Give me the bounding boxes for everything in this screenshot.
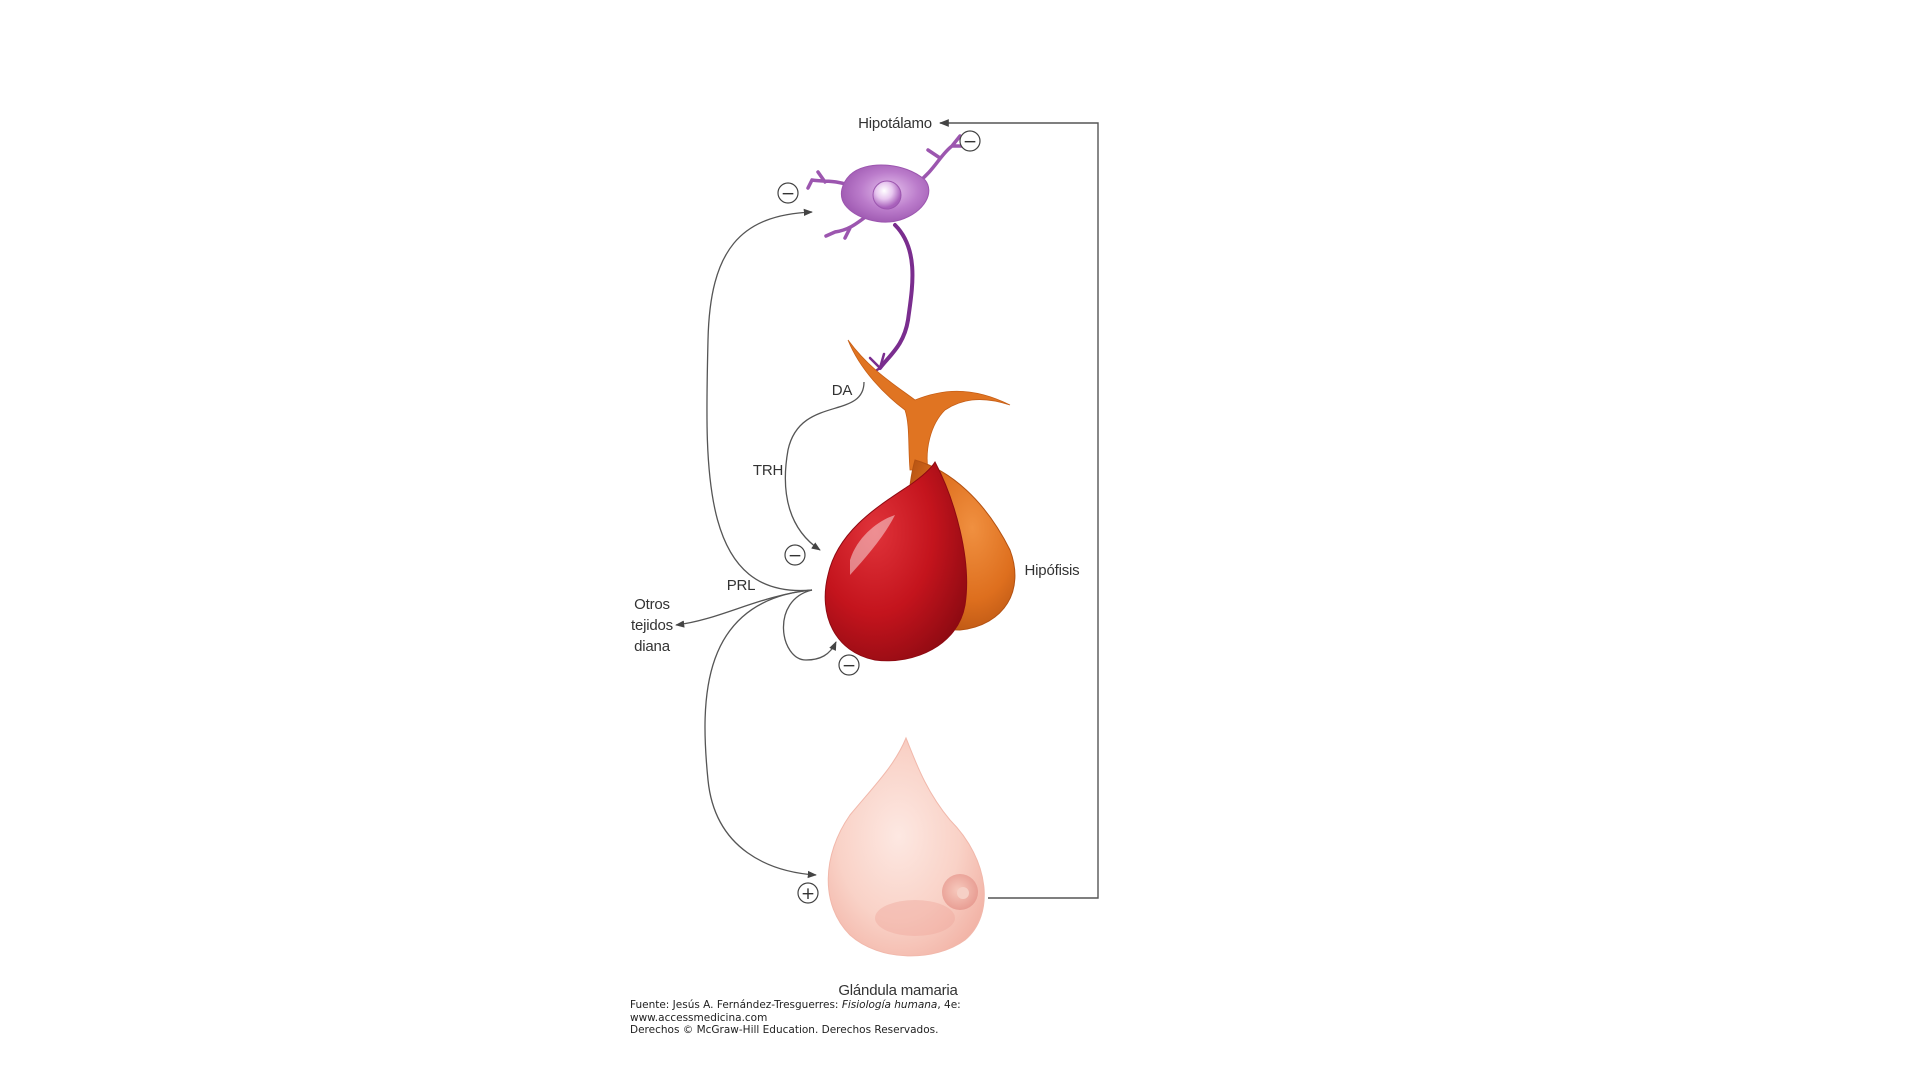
pituitary-gland	[824, 339, 1016, 662]
sign-pituitary-da: −	[784, 544, 806, 566]
prl-to-mammary-arrow	[704, 589, 817, 879]
sign-hypothalamus-loop: −	[959, 130, 981, 152]
hypothalamic-neuron	[806, 134, 970, 374]
label-prl: PRL	[727, 577, 756, 594]
label-trh: TRH	[753, 462, 783, 479]
svg-text:+: +	[801, 884, 815, 904]
sign-prl-autofeedback: −	[838, 654, 860, 676]
source-caption: Fuente: Jesús A. Fernández-Tresguerres: …	[630, 999, 961, 1037]
label-other-targets-3: diana	[634, 638, 671, 655]
caption-line-source: Fuente: Jesús A. Fernández-Tresguerres: …	[630, 999, 961, 1011]
pituitary-stalk	[847, 339, 1011, 471]
sign-mammary-positive: +	[797, 882, 819, 904]
caption-line-rights: Derechos © McGraw-Hill Education. Derech…	[630, 1024, 939, 1036]
label-mammary-gland: Glándula mamaria	[838, 982, 958, 999]
caption-line-url: www.accessmedicina.com	[630, 1011, 768, 1024]
anterior-pituitary	[824, 460, 968, 662]
label-pituitary: Hipófisis	[1025, 562, 1080, 579]
svg-text:−: −	[842, 656, 856, 676]
mammary-gland	[827, 736, 985, 957]
label-hypothalamus: Hipotálamo	[858, 115, 932, 132]
svg-text:−: −	[963, 132, 977, 152]
feedback-loop-arrow	[939, 119, 1099, 899]
da-trh-to-pituitary-arrow	[784, 381, 865, 551]
prl-to-hypothalamus-arrow	[706, 208, 813, 592]
svg-text:−: −	[788, 546, 802, 566]
label-other-targets-1: Otros	[634, 596, 670, 613]
label-other-targets-2: tejidos	[631, 617, 673, 634]
prl-to-other-tissues-arrow	[675, 589, 813, 628]
prl-autofeedback-arrow	[782, 589, 837, 661]
label-dopamine: DA	[832, 382, 853, 399]
sign-neuron-prl: −	[777, 182, 799, 204]
svg-text:−: −	[781, 184, 795, 204]
